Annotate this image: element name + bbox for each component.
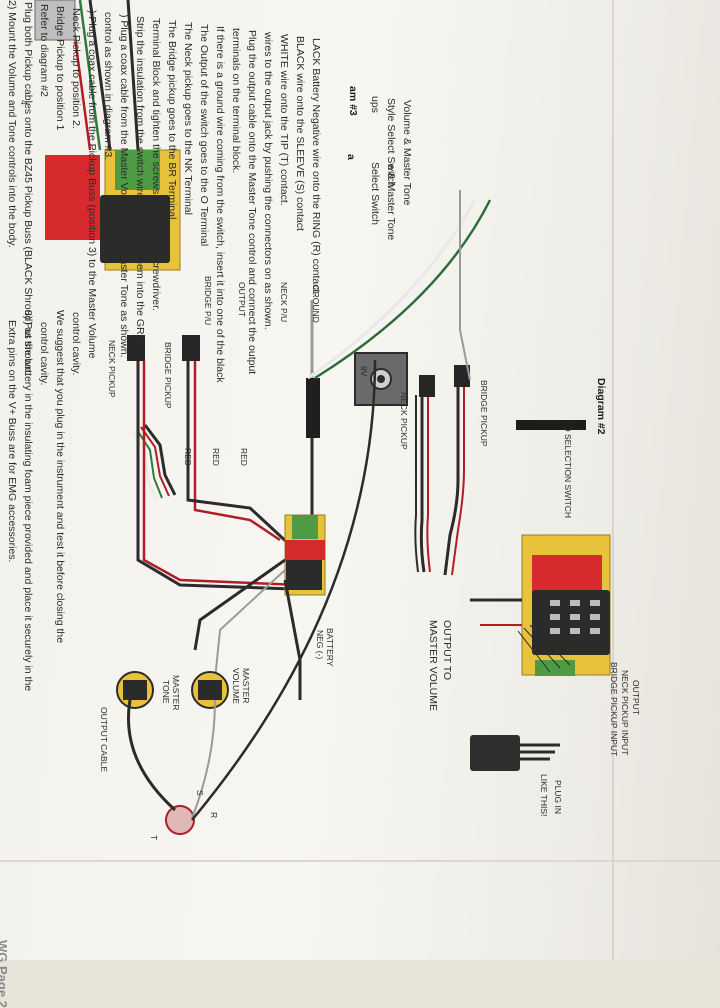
jack-t-label: T (149, 835, 159, 841)
instruction-line: The Neck pickup goes to the NK Terminal (182, 22, 194, 215)
left-column-line: Select Switch (369, 162, 381, 226)
diagram2-title: Diagram #2 (595, 378, 607, 435)
instruction-line: If there is a ground wire coming from th… (214, 26, 226, 383)
instruction-line: wires to the output jack by pushing the … (262, 32, 274, 330)
output-jack-socket (165, 805, 195, 835)
block-out-label: OUT (559, 634, 569, 652)
master-volume-label: VOLUME (231, 668, 241, 704)
red-buss (532, 555, 602, 595)
diagram3-bridge-plug (182, 335, 200, 361)
ground-label: GROUND (311, 285, 321, 323)
instruction-line: LACK Battery Negative wire onto the RING… (310, 38, 322, 296)
master-tone-label: MASTER (171, 675, 181, 711)
diagram3-neck-plug (127, 335, 145, 361)
d3-bridge-pickup-label: BRIDGE PICKUP (163, 342, 173, 409)
paper-fold-vertical (612, 0, 614, 960)
instruction-line-right: 8) Put the battery in the insulating foa… (22, 310, 34, 692)
diagram-top-left-graphics (34, 0, 181, 271)
output-to-master-label: MASTER VOLUME (427, 620, 439, 712)
green-terminal-block (535, 660, 575, 676)
page-footer: WG Page 2 (0, 940, 10, 1008)
instruction-line-right: We suggest that you plug in the instrume… (54, 310, 66, 644)
red-wire-label: RED (239, 448, 249, 466)
neck-pickup-input-label: NECK PICKUP INPUT (620, 670, 630, 756)
instruction-line: Plug the output cable onto the Master To… (246, 30, 258, 375)
plug-in-label: PLUG IN (553, 780, 563, 815)
jack-s-label: S (195, 790, 205, 796)
output-cable-label: OUTPUT CABLE (99, 707, 109, 773)
instruction-line: 2) Mount the Volume and Tone controls in… (6, 0, 18, 248)
instruction-line-right: Extra pins on the V+ Buss are for EMG ac… (6, 320, 18, 563)
plug-in-connector (470, 735, 520, 771)
output-to-master-label: OUTPUT TO (441, 620, 453, 681)
instruction-line: The Output of the switch goes to the O T… (198, 24, 210, 247)
page-number: 4 (19, 100, 29, 105)
bridge-pickup-input-label: BRIDGE PICKUP INPUT (609, 662, 619, 757)
master-volume-label: MASTER (241, 668, 251, 704)
left-column-line: ups (369, 96, 381, 113)
neck-pickup-plug (419, 375, 435, 397)
diagram3-graphics (116, 190, 492, 835)
bridge-pickup-label: BRIDGE PICKUP (479, 380, 489, 447)
instruction-line-right: control cavity. (38, 322, 50, 386)
neck-pickup-label: NECK PICKUP (399, 392, 409, 450)
instruction-line: Neck Pickup to position 2. (70, 8, 82, 129)
instruction-line: Terminal Block and tighten the screws wi… (150, 18, 162, 311)
instruction-line: Strip the insulation from the switch wir… (134, 16, 146, 357)
jack-r-label: R (209, 812, 219, 819)
wiring-diagram (34, 0, 611, 835)
instruction-line: The Bridge pickup goes to the BR Termina… (166, 20, 178, 220)
neck-pu-label: NECK P/U (279, 282, 289, 323)
instruction-line: BLACK wire onto the SLEEVE (S) contact (294, 36, 306, 231)
instruction-line: ) Plug a coax cable from the Pickup Buss… (86, 10, 98, 359)
d3-neck-pickup-label: NECK PICKUP (107, 340, 117, 398)
left-column-heading: am #3 (347, 86, 359, 116)
instruction-line: terminals on the terminal block. (230, 28, 242, 174)
red-wire-label: RED (211, 448, 221, 466)
instruction-line: ) Plug a coax cable from the Master Volu… (118, 14, 130, 358)
bridge-pickup-plug (454, 365, 470, 387)
output-label: OUTPUT (631, 680, 641, 715)
to-selection-switch-label: TO SELECTION SWITCH (563, 420, 573, 519)
left-column-line: Volume & Master Tone (401, 100, 413, 206)
battery-label: BATTERY (325, 628, 335, 667)
instruction-line: control as shown in diagram #3. (102, 12, 114, 161)
instruction-line: Bridge Pickup to position 1 (54, 6, 66, 131)
instruction-line-right: control cavity. (70, 312, 82, 376)
rotated-page: 2) Mount the Volume and Tone controls in… (0, 0, 641, 1008)
diagram2-graphics (132, 365, 611, 771)
battery-label: NEG (-) (315, 630, 325, 660)
left-column-heading: a (345, 154, 357, 160)
black-shroud-buss (532, 590, 610, 655)
master-tone-label: TONE (161, 680, 171, 704)
bridge-pu-label: BRIDGE P/U (203, 276, 213, 326)
red-wire-label: RED (183, 448, 193, 466)
paper-fold-horizontal (0, 860, 720, 862)
instruction-line: Refer to diagram #2 (38, 4, 50, 97)
instruction-line: WHITE wire onto the TIP (T) contact. (278, 34, 290, 206)
output-d3-label: OUTPUT (237, 282, 247, 317)
left-column-line: e & Master Tone (385, 164, 397, 241)
plug-in-label: LIKE THIS! (539, 774, 549, 817)
nine-volt-label: 9V (359, 366, 369, 377)
